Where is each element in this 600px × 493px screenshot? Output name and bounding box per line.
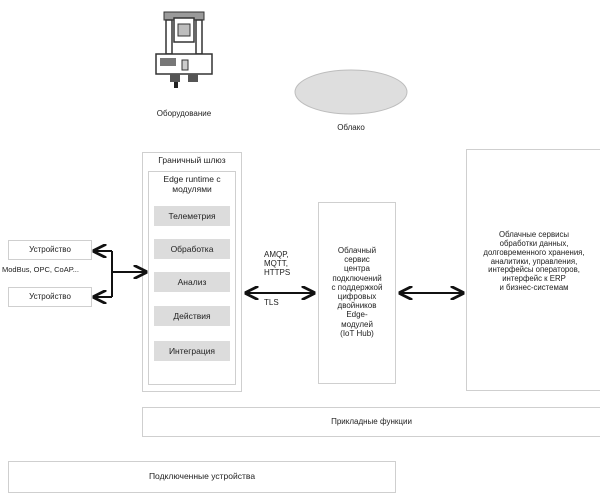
iot-hub-box: [318, 202, 396, 384]
module-telemetry: Телеметрия: [154, 206, 230, 226]
device-box-1: Устройство: [8, 240, 92, 260]
equipment-label: Оборудование: [156, 109, 212, 119]
device-box-2: Устройство: [8, 287, 92, 307]
cloud-label: Облако: [337, 123, 365, 133]
module-processing: Обработка: [154, 239, 230, 259]
connected-devices-box: [8, 461, 396, 493]
module-actions: Действия: [154, 306, 230, 326]
applied-functions-box: Прикладные функции: [142, 407, 600, 437]
edge-gateway-title: Граничный шлюз: [158, 155, 226, 166]
cloud-ellipse-icon: [293, 68, 409, 116]
link-protocols-label: AMQP, MQTT, HTTPS: [264, 250, 291, 278]
module-analysis: Анализ: [154, 272, 230, 292]
module-integration: Интеграция: [154, 341, 230, 361]
device-protocols-label: ModBus, OPC, CoAP...: [2, 265, 79, 274]
cloud-services-label: Облачные сервисы обработки данных, долго…: [483, 229, 585, 293]
link-security-label: TLS: [264, 298, 279, 307]
connected-devices-label: Подключенные устройства: [148, 471, 256, 482]
edge-runtime-title: Edge runtime с модулями: [163, 174, 221, 194]
iot-hub-label: Облачный сервис центра подключений с под…: [331, 246, 383, 338]
equipment-icon: [152, 8, 216, 98]
cloud-services-box: [466, 149, 600, 391]
